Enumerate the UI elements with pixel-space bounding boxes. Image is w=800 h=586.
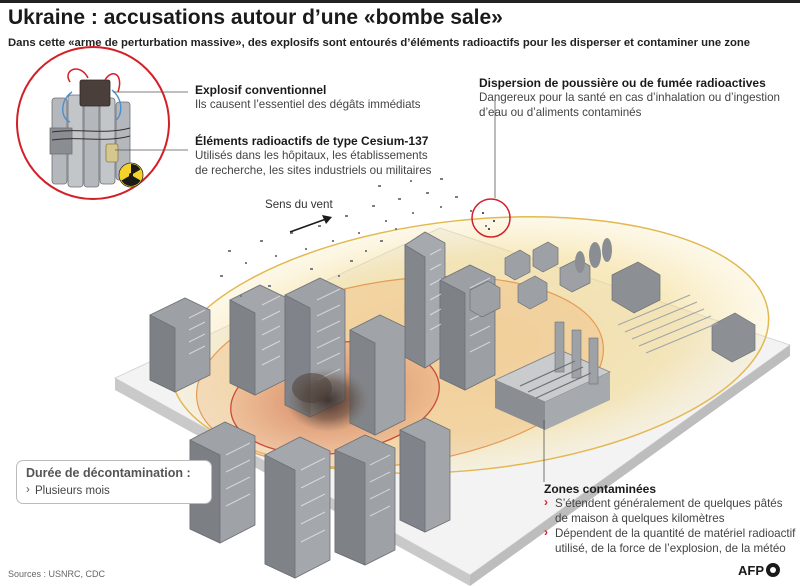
cesium-capsule xyxy=(105,143,119,163)
duree-box: Durée de décontamination : Plusieurs moi… xyxy=(16,460,212,504)
elements-text-line: Utilisés dans les hôpitaux, les établiss… xyxy=(195,149,428,162)
explosif-annotation: Explosif conventionnel Ils causent l’ess… xyxy=(195,83,421,112)
radiation-icon xyxy=(118,162,144,188)
dispersion-text-line: d’eau ou d’aliments contaminés xyxy=(479,106,642,119)
elements-annotation: Éléments radioactifs de type Cesium-137 … xyxy=(195,134,431,178)
dispersion-heading: Dispersion de poussière ou de fumée radi… xyxy=(479,76,766,90)
explosif-heading: Explosif conventionnel xyxy=(195,83,327,97)
wind-label: Sens du vent xyxy=(265,198,333,211)
zones-annotation: Zones contaminées S’étendent généralemen… xyxy=(544,482,795,556)
detonator-box xyxy=(79,79,111,107)
page-title: Ukraine : accusations autour d’une «bomb… xyxy=(8,6,503,29)
factory xyxy=(494,321,611,430)
zones-bullet: S’étendent généralement de quelques pâté… xyxy=(544,495,795,526)
dispersion-annotation: Dispersion de poussière ou de fumée radi… xyxy=(479,76,780,120)
bomb-inset xyxy=(16,46,170,200)
zones-bullet-line: S’étendent généralement de quelques pâté… xyxy=(555,497,783,510)
crop-field xyxy=(617,294,719,354)
dust-particles xyxy=(220,178,487,297)
zones-bullet-line: utilisé, de la force de l’explosion, de … xyxy=(555,542,786,555)
dispersion-marker xyxy=(471,198,511,238)
afp-logo-text: AFP xyxy=(738,563,764,578)
afp-logo: AFP xyxy=(738,563,780,578)
leader-lines xyxy=(113,91,545,482)
duree-heading: Durée de décontamination : xyxy=(26,466,191,480)
city-buildings xyxy=(149,231,496,579)
sources: Sources : USNRC, CDC xyxy=(8,569,106,579)
zones-bullet-line: Dépendent de la quantité de matériel rad… xyxy=(555,527,796,540)
elements-text-line: de recherche, les sites industriels ou m… xyxy=(195,164,432,177)
zones-bullet-line: de maison à quelques kilomètres xyxy=(555,512,725,525)
explosif-text: Ils causent l’essentiel des dégâts imméd… xyxy=(195,98,421,111)
top-rule xyxy=(0,0,800,3)
building-windows xyxy=(188,248,491,543)
zones-bullet: Dépendent de la quantité de matériel rad… xyxy=(544,525,796,556)
wind-arrow xyxy=(289,215,332,233)
page-subtitle: Dans cette «arme de perturbation massive… xyxy=(8,37,751,49)
zones-heading: Zones contaminées xyxy=(544,482,657,496)
dispersion-text-line: Dangereux pour la santé en cas d’inhalat… xyxy=(479,91,781,104)
afp-logo-mark xyxy=(766,563,780,577)
duree-value: Plusieurs mois xyxy=(26,484,211,497)
elements-heading: Éléments radioactifs de type Cesium-137 xyxy=(195,134,429,148)
houses xyxy=(469,241,756,363)
trees xyxy=(575,238,612,273)
timer-box xyxy=(49,127,73,155)
detonator-wires xyxy=(67,68,121,93)
